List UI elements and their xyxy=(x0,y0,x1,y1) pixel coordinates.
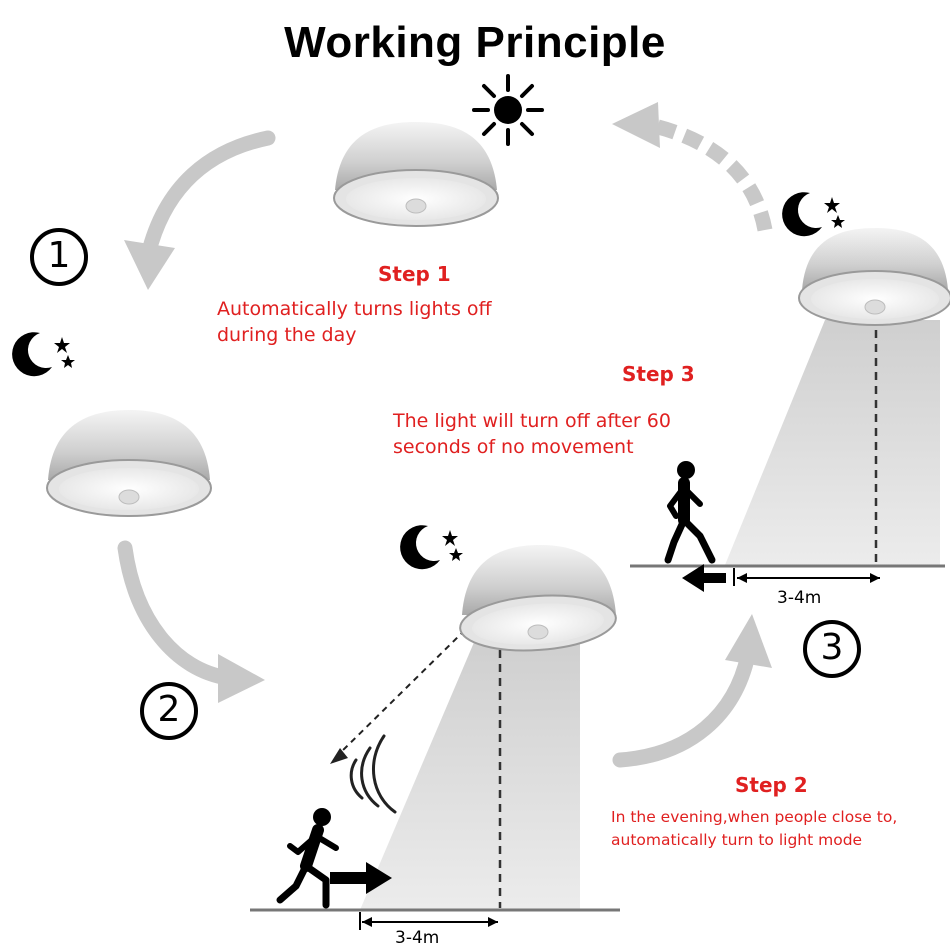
moon-stars-icon-right xyxy=(782,192,845,237)
running-person-icon-step2 xyxy=(276,808,339,909)
step-3-title: Step 3 xyxy=(622,362,695,386)
step-2-description: In the evening,when people close to, aut… xyxy=(611,806,897,852)
step-1-title: Step 1 xyxy=(378,262,451,286)
step-3-line-1: The light will turn off after 60 xyxy=(393,410,671,432)
distance-label-step3: 3-4m xyxy=(777,588,822,608)
step-2-title: Step 2 xyxy=(735,773,808,797)
step-3-badge: 3 xyxy=(803,620,861,678)
step-3-line-2: seconds of no movement xyxy=(393,436,634,458)
direction-arrow-left xyxy=(682,564,726,592)
cycle-arrow-3 xyxy=(612,614,772,768)
step-2-line-1: In the evening,when people close to, xyxy=(611,808,898,826)
scene-step3 xyxy=(630,320,945,586)
step-1-line-2: during the day xyxy=(217,324,357,346)
cycle-arrow-2 xyxy=(117,540,265,703)
page-title: Working Principle xyxy=(284,18,666,67)
sun-icon xyxy=(472,74,544,146)
lamp-step1 xyxy=(333,122,499,227)
direction-arrow-right xyxy=(330,862,392,894)
lamp-left xyxy=(46,410,212,517)
scene-step2 xyxy=(250,629,620,930)
step-1-line-1: Automatically turns lights off xyxy=(217,298,492,320)
lamp-step3 xyxy=(798,228,950,326)
step-1-description: Automatically turns lights off during th… xyxy=(217,296,492,348)
lamp-step2 xyxy=(459,545,617,652)
cycle-arrow-4-dashed xyxy=(612,102,773,232)
step-3-description: The light will turn off after 60 seconds… xyxy=(393,408,671,460)
step-1-badge: 1 xyxy=(30,228,88,286)
moon-stars-icon-center xyxy=(400,525,463,570)
distance-label-step2: 3-4m xyxy=(395,928,440,948)
running-person-icon-step3 xyxy=(664,461,716,564)
step-2-badge: 2 xyxy=(140,682,198,740)
motion-waves-icon xyxy=(349,734,397,814)
cycle-arrow-1 xyxy=(124,130,276,290)
moon-stars-icon-left xyxy=(12,332,75,377)
step-2-line-2: automatically turn to light mode xyxy=(611,831,863,849)
